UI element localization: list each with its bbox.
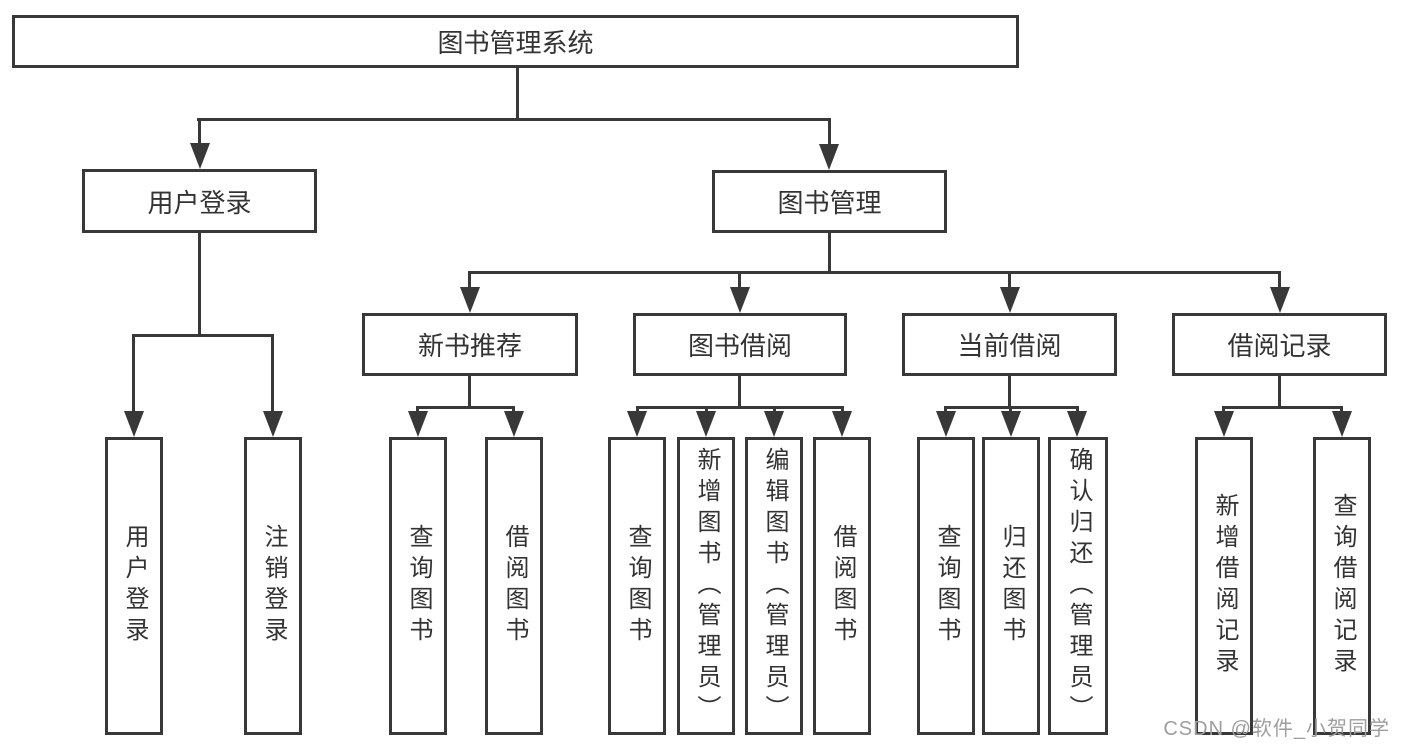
arrowhead-down-icon xyxy=(504,411,524,437)
connector-shaft xyxy=(132,334,135,414)
node-current-borrow: 当前借阅 xyxy=(902,313,1117,376)
arrowhead-down-icon xyxy=(1000,287,1020,313)
arrowhead-down-icon xyxy=(696,411,716,437)
watermark: CSDN @软件_小贺同学 xyxy=(1163,718,1390,740)
node-label: 图书管理 xyxy=(777,188,882,218)
arrowhead-down-icon xyxy=(1001,411,1021,437)
node-user-login: 用户登录 xyxy=(82,169,317,233)
arrowhead-down-icon xyxy=(124,411,144,437)
connector-hline xyxy=(468,271,1281,274)
node-label: 借阅记录 xyxy=(1227,331,1332,361)
connector-shaft xyxy=(1009,406,1012,414)
arrowhead-down-icon xyxy=(1332,411,1352,437)
connector-vline xyxy=(198,232,201,336)
connector-shaft xyxy=(1076,406,1079,414)
connector-shaft xyxy=(738,271,741,291)
arrowhead-down-icon xyxy=(408,411,428,437)
leaf-label: 查询图书 xyxy=(405,524,432,648)
leaf-label: 查询图书 xyxy=(624,524,651,648)
node-book-management: 图书管理 xyxy=(712,170,947,233)
arrowhead-down-icon xyxy=(764,411,784,437)
connector-vline xyxy=(516,66,519,120)
leaf-current-return-books: 归还图书 xyxy=(982,437,1040,735)
node-label: 用户登录 xyxy=(147,187,252,218)
connector-shaft xyxy=(636,406,639,414)
leaf-borrow-edit-books: 编辑图书（管理员） xyxy=(745,437,803,735)
leaf-records-query-record: 查询借阅记录 xyxy=(1313,437,1371,735)
node-library-system: 图书管理系统 xyxy=(12,15,1019,68)
connector-shaft xyxy=(468,271,471,291)
leaf-label: 注销登录 xyxy=(260,524,287,648)
connector-shaft xyxy=(944,406,947,414)
leaf-label: 新增图书（管理员） xyxy=(693,446,720,726)
leaf-label: 借阅图书 xyxy=(501,524,528,648)
node-book-borrow: 图书借阅 xyxy=(633,313,847,376)
leaf-current-confirm-return: 确认归还（管理员） xyxy=(1048,437,1108,735)
leaf-label: 查询借阅记录 xyxy=(1329,493,1356,679)
leaf-borrow-query-books: 查询图书 xyxy=(608,437,666,735)
arrowhead-down-icon xyxy=(730,287,750,313)
node-borrow-records: 借阅记录 xyxy=(1172,313,1387,376)
connector-vline xyxy=(468,375,471,408)
connector-shaft xyxy=(1278,271,1281,291)
arrowhead-down-icon xyxy=(936,411,956,437)
arrowhead-down-icon xyxy=(460,287,480,313)
arrowhead-down-icon xyxy=(190,143,210,169)
connector-shaft xyxy=(841,406,844,414)
connector-shaft xyxy=(1008,271,1011,291)
leaf-label: 新增借阅记录 xyxy=(1211,493,1238,679)
leaf-label: 归还图书 xyxy=(998,524,1025,648)
connector-shaft xyxy=(271,334,274,414)
connector-shaft xyxy=(773,406,776,414)
connector-hline xyxy=(197,118,831,121)
connector-hline xyxy=(1222,406,1342,409)
node-label: 新书推荐 xyxy=(417,331,522,361)
node-label: 图书借阅 xyxy=(687,331,792,361)
node-label: 图书管理系统 xyxy=(437,28,594,58)
connector-hline xyxy=(636,406,843,409)
connector-shaft xyxy=(416,406,419,414)
connector-shaft xyxy=(512,406,515,414)
arrowhead-down-icon xyxy=(1067,411,1087,437)
arrowhead-down-icon xyxy=(1214,411,1234,437)
connector-shaft xyxy=(705,406,708,414)
leaf-label: 用户登录 xyxy=(121,524,148,648)
node-label: 当前借阅 xyxy=(957,331,1062,361)
leaf-user-login: 用户登录 xyxy=(105,437,163,735)
leaf-records-add-record: 新增借阅记录 xyxy=(1195,437,1253,735)
leaf-current-query-books: 查询图书 xyxy=(917,437,975,735)
leaf-newbook-query-books: 查询图书 xyxy=(389,437,447,735)
leaf-label: 查询图书 xyxy=(933,524,960,648)
arrowhead-down-icon xyxy=(819,144,839,170)
connector-shaft xyxy=(1222,406,1225,414)
connector-hline xyxy=(132,334,274,337)
leaf-logout: 注销登录 xyxy=(244,437,302,735)
arrowhead-down-icon xyxy=(832,411,852,437)
leaf-label: 编辑图书（管理员） xyxy=(761,446,788,726)
connector-vline xyxy=(828,232,831,273)
arrowhead-down-icon xyxy=(1270,287,1290,313)
leaf-borrow-borrow-books: 借阅图书 xyxy=(813,437,871,735)
leaf-newbook-borrow-books: 借阅图书 xyxy=(485,437,543,735)
connector-shaft xyxy=(1340,406,1343,414)
connector-vline xyxy=(738,375,741,408)
connector-hline xyxy=(416,406,515,409)
node-new-book-recommend: 新书推荐 xyxy=(362,313,578,376)
connector-shaft xyxy=(828,118,831,146)
leaf-label: 借阅图书 xyxy=(829,524,856,648)
leaf-borrow-add-books: 新增图书（管理员） xyxy=(677,437,735,735)
connector-shaft xyxy=(198,118,201,146)
arrowhead-down-icon xyxy=(627,411,647,437)
connector-vline xyxy=(1008,375,1011,408)
leaf-label: 确认归还（管理员） xyxy=(1065,446,1092,726)
arrowhead-down-icon xyxy=(263,411,283,437)
connector-vline xyxy=(1278,375,1281,408)
